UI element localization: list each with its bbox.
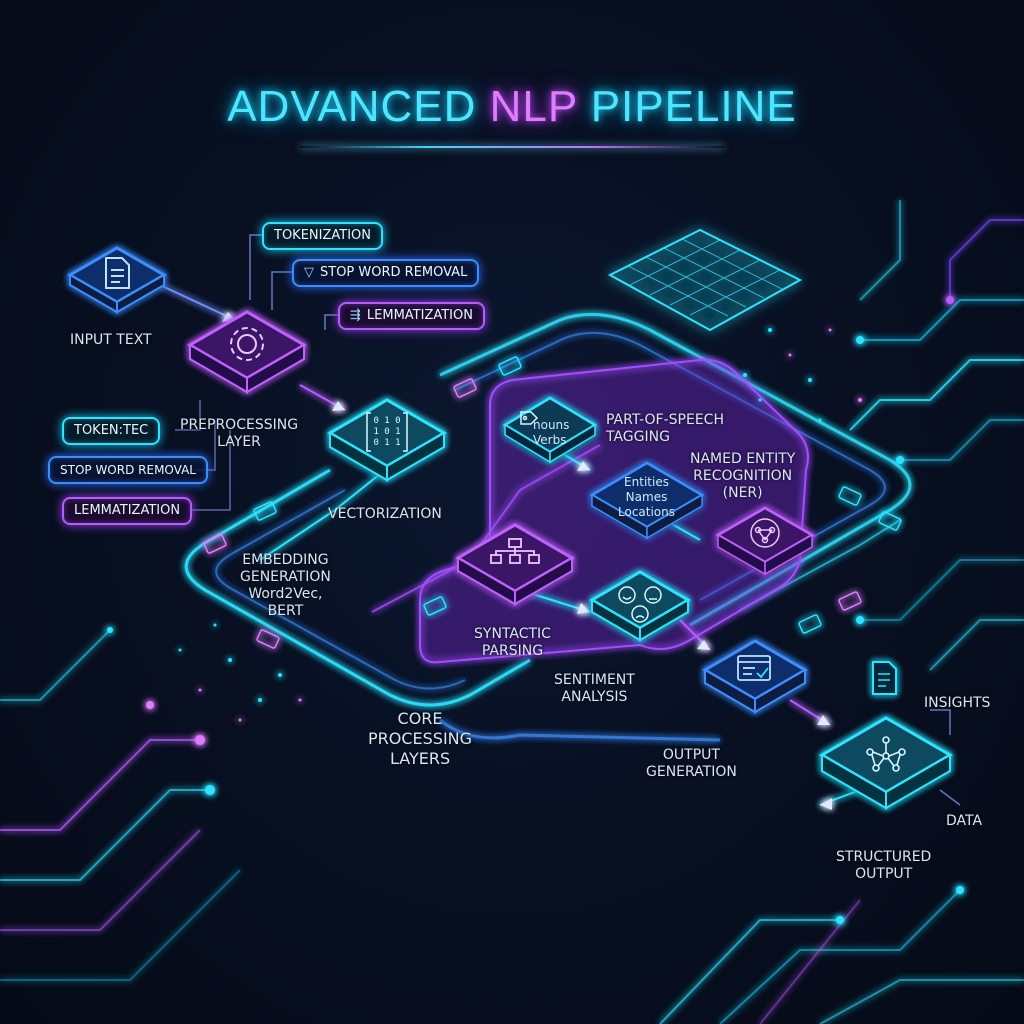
output-generation-node (702, 639, 808, 714)
document-icon (105, 257, 130, 289)
title-part-advanced: ADVANCED (227, 82, 490, 131)
insights-document-node (872, 661, 897, 695)
structured-output-label: STRUCTURED OUTPUT (836, 849, 932, 882)
pos-tagging-label: PART-OF-SPEECH TAGGING (606, 412, 724, 445)
pill-left-lemmatization: LEMMATIZATION (62, 497, 193, 525)
circuit-traces-bottom-right (659, 889, 1024, 1024)
ner-extraction-node (715, 506, 815, 576)
output-generation-label: OUTPUT GENERATION (646, 747, 737, 780)
checked-window-icon (737, 655, 771, 681)
ner-entities-node (589, 461, 705, 540)
page-title: ADVANCED NLP PIPELINE (0, 80, 1024, 134)
title-part-pipeline: PIPELINE (577, 82, 797, 131)
title-underline (300, 146, 724, 148)
circuit-traces-left (0, 629, 241, 981)
pill-connectors-top (249, 234, 338, 330)
pill-stop-word-removal-label: STOP WORD REMOVAL (320, 265, 468, 280)
network-graph-icon (866, 736, 906, 772)
vectorization-label: VECTORIZATION (328, 506, 442, 522)
outer-loop-track (184, 312, 912, 742)
svg-text:0 1 0: 0 1 0 (373, 416, 400, 426)
sentiment-analysis-node (589, 570, 691, 642)
sentiment-analysis-label: SENTIMENT ANALYSIS (554, 672, 635, 705)
ner-node-text: Entities Names Locations (618, 475, 676, 519)
structured-output-node (819, 716, 953, 810)
pill-left-stop-word: STOP WORD REMOVAL (48, 456, 208, 484)
pill-lemmatization: ⇶ LEMMATIZATION (338, 302, 485, 330)
syntactic-parsing-node (455, 523, 575, 606)
output-connectors (930, 709, 961, 806)
binary-matrix-icon: 0 1 0 1 0 1 0 1 1 (366, 412, 408, 452)
emotion-faces-icon (618, 586, 662, 623)
title-part-nlp: NLP (489, 82, 578, 131)
gear-icon (230, 327, 264, 361)
pos-node-text: nouns Verbs (533, 418, 570, 447)
floating-data-grid (607, 165, 803, 332)
sparkle-particles (178, 328, 862, 722)
core-processing-label: CORE PROCESSING LAYERS (368, 709, 473, 768)
pill-tokenization: TOKENIZATION (262, 222, 383, 250)
tag-icon (520, 411, 539, 425)
data-packets (203, 356, 902, 649)
tree-icon (490, 538, 540, 564)
pill-stop-word-removal: ▽ STOP WORD REMOVAL (292, 259, 480, 287)
embedding-generation-label: EMBEDDING GENERATION Word2Vec, BERT (240, 552, 331, 619)
pill-left-lemmatization-label: LEMMATIZATION (74, 503, 181, 518)
preprocessing-node (187, 310, 307, 394)
preprocessing-layer-label: PREPROCESSING LAYER (180, 417, 299, 450)
pill-left-token: TOKEN:TEC (62, 417, 161, 445)
input-text-label: INPUT TEXT (70, 332, 152, 348)
input-light-beam (89, 190, 151, 255)
circuit-dots (107, 296, 964, 924)
pill-tokenization-label: TOKENIZATION (274, 228, 371, 243)
branch-icon: ⇶ (350, 308, 361, 323)
data-label: DATA (946, 813, 983, 829)
ner-label: NAMED ENTITY RECOGNITION (NER) (690, 451, 796, 501)
pill-left-stop-word-label: STOP WORD REMOVAL (60, 463, 196, 477)
filter-icon: ▽ (304, 265, 314, 280)
svg-text:1 0 1: 1 0 1 (373, 427, 400, 437)
insights-label: INSIGHTS (924, 695, 991, 711)
neural-network-icon (750, 518, 780, 548)
pill-lemmatization-label: LEMMATIZATION (366, 308, 473, 323)
vectorization-node (327, 398, 447, 482)
svg-text:0 1 1: 0 1 1 (373, 438, 400, 448)
circuit-traces-right (849, 200, 1024, 671)
pill-left-token-label: TOKEN:TEC (74, 423, 149, 438)
syntactic-parsing-label: SYNTACTIC PARSING (474, 626, 551, 659)
